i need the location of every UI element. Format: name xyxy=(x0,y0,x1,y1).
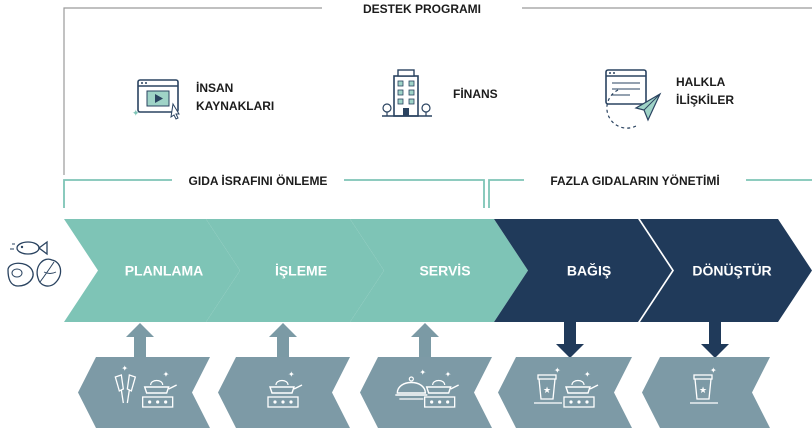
action-donustur: ★✦ xyxy=(642,357,770,428)
stage-isleme: İŞLEME xyxy=(206,219,384,322)
group-surplus: FAZLA GIDALARIN YÖNETİMİ xyxy=(488,173,812,208)
stage-servis-label: SERVİS xyxy=(419,263,470,279)
stage-isleme-shape xyxy=(206,219,384,322)
svg-text:✦: ✦ xyxy=(445,370,452,379)
browser-plane-icon xyxy=(605,69,662,129)
stage-planlama-arrow xyxy=(126,323,154,358)
group-surplus-label: FAZLA GIDALARIN YÖNETİMİ xyxy=(550,173,719,188)
svg-text:★: ★ xyxy=(543,385,551,395)
stage-isleme-label: İŞLEME xyxy=(275,263,327,279)
svg-text:✦: ✦ xyxy=(584,370,591,379)
fish-icon xyxy=(10,240,48,256)
support-item-hr: ✦ İNSAN KAYNAKLARI xyxy=(132,79,274,120)
support-program-title: DESTEK PROGRAMI xyxy=(363,2,481,16)
stage-planlama-shape xyxy=(64,219,240,322)
recycle-bin-icon: ★✦ xyxy=(690,366,718,404)
support-item-hr-line1: İNSAN xyxy=(196,80,233,95)
svg-text:✦: ✦ xyxy=(419,368,426,377)
food-inputs xyxy=(7,240,62,287)
stage-isleme-arrow xyxy=(269,323,297,358)
stage-donustur-shape xyxy=(640,219,812,322)
svg-text:✦: ✦ xyxy=(163,370,170,379)
stage-servis-arrow xyxy=(411,323,439,358)
action-donustur-shape xyxy=(642,357,770,428)
serving-pan-icon: ✦ xyxy=(424,370,459,408)
support-item-pr-line2: İLİŞKİLER xyxy=(676,92,734,107)
action-bagis: ★✦✦ xyxy=(498,357,632,428)
action-bagis-shape xyxy=(498,357,632,428)
svg-text:✦: ✦ xyxy=(554,366,561,375)
serving-pan-icon: ✦ xyxy=(563,370,599,408)
stage-planlama: PLANLAMA xyxy=(64,219,240,322)
support-item-pr: HALKLA İLİŞKİLER xyxy=(605,69,734,129)
group-prevention: GIDA İSRAFINI ÖNLEME xyxy=(63,173,485,208)
stage-donustur-arrow xyxy=(701,322,729,358)
building-icon xyxy=(382,69,432,117)
stage-planlama-label: PLANLAMA xyxy=(125,263,204,279)
serving-pan-icon: ✦ xyxy=(142,370,177,408)
action-planlama: ✦✦ xyxy=(78,357,210,428)
action-servis: ✦✦ xyxy=(360,357,492,428)
lettuce-icon xyxy=(36,258,62,287)
video-window-icon: ✦ xyxy=(132,79,180,120)
support-item-pr-line1: HALKLA xyxy=(676,75,726,89)
action-planlama-shape xyxy=(78,357,210,428)
group-prevention-label: GIDA İSRAFINI ÖNLEME xyxy=(189,173,328,188)
stage-arrows xyxy=(126,322,729,358)
stage-servis: SERVİS xyxy=(350,219,528,322)
stage-bagis: BAĞIŞ xyxy=(494,219,672,322)
cloche-icon: ✦ xyxy=(395,368,428,400)
meat-icon xyxy=(7,262,34,287)
stage-bagis-shape xyxy=(494,219,672,322)
serving-pan-icon: ✦ xyxy=(267,370,303,408)
svg-text:✦: ✦ xyxy=(121,364,128,373)
recycle-bin-icon: ★✦ xyxy=(534,366,562,404)
svg-text:✦: ✦ xyxy=(288,370,295,379)
stage-donustur-label: DÖNÜŞTÜR xyxy=(692,263,771,279)
stage-donustur: DÖNÜŞTÜR xyxy=(640,219,812,322)
svg-text:✦: ✦ xyxy=(132,108,140,118)
svg-text:✦: ✦ xyxy=(710,366,717,375)
support-item-finance-label: FİNANS xyxy=(453,86,498,101)
support-item-hr-line2: KAYNAKLARI xyxy=(196,99,274,113)
stage-servis-shape xyxy=(350,219,528,322)
stage-bagis-arrow xyxy=(556,322,584,358)
svg-text:★: ★ xyxy=(699,385,707,395)
stage-chevrons: PLANLAMA İŞLEME SERVİS BAĞIŞ DÖNÜŞTÜR xyxy=(64,219,812,322)
champagne-glasses-icon: ✦ xyxy=(114,364,137,404)
action-chevrons: ✦✦✦✦✦★✦✦★✦ xyxy=(78,357,770,428)
support-program-frame: DESTEK PROGRAMI xyxy=(63,2,812,175)
action-isleme: ✦ xyxy=(218,357,350,428)
stage-bagis-label: BAĞIŞ xyxy=(567,262,611,279)
support-item-finance: FİNANS xyxy=(382,69,498,117)
